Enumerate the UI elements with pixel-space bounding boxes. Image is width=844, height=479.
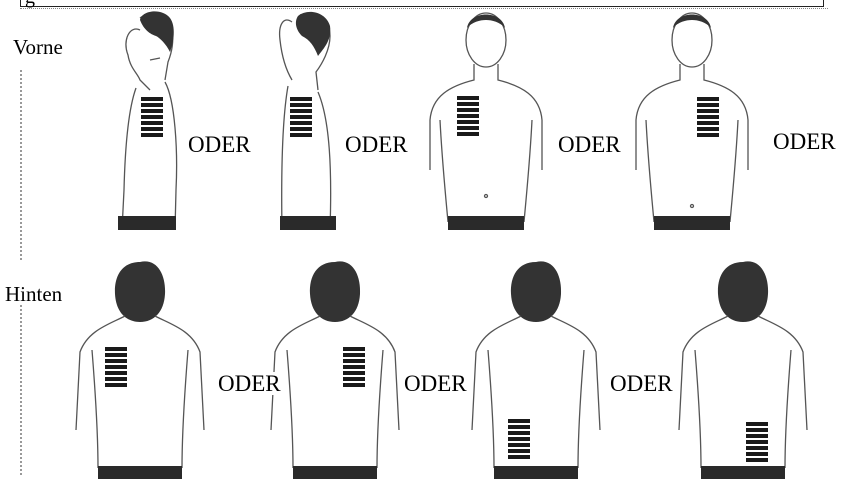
oder-label-front-4: ODER	[771, 130, 838, 153]
figure-back-1	[76, 261, 204, 479]
figure-back-3	[472, 261, 600, 479]
oder-label-back-3: ODER	[608, 372, 675, 395]
figure-back-4	[679, 261, 807, 479]
electrode-pad-back-2	[343, 347, 365, 387]
oder-label-front-3: ODER	[556, 133, 623, 156]
figure-back-2	[271, 261, 399, 479]
waistband-side-1	[118, 216, 176, 230]
electrode-pad-3	[457, 96, 479, 136]
electrode-pad-2	[290, 97, 312, 137]
electrode-pad-4	[697, 97, 719, 137]
hair-side-1	[140, 11, 174, 52]
electrode-pad-back-4	[746, 422, 768, 462]
waistband-side-2	[280, 216, 336, 230]
oder-label-back-1: ODER	[216, 372, 283, 395]
waistband-front-3	[448, 216, 524, 230]
hair-front-3	[467, 15, 505, 29]
electrode-pad-back-3	[508, 419, 530, 459]
oder-label-front-1: ODER	[186, 133, 253, 156]
electrode-pad-1	[141, 97, 163, 137]
oder-label-front-2: ODER	[343, 133, 410, 156]
oder-label-back-2: ODER	[402, 372, 469, 395]
figure-front-4	[636, 13, 748, 222]
hair-front-4	[673, 15, 711, 29]
electrode-pad-back-1	[105, 347, 127, 387]
hair-side-2	[296, 12, 330, 56]
figure-front-3	[430, 13, 542, 222]
waistband-front-4	[654, 216, 730, 230]
